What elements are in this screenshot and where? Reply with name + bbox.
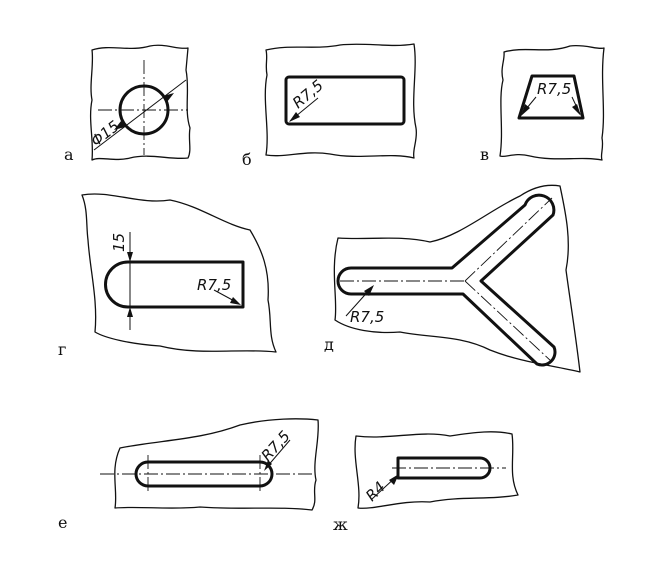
figure-g: 15 R7,5 г: [58, 193, 277, 359]
centerline-arm-upper: [464, 197, 553, 282]
break-outline: [354, 431, 519, 509]
arrow-head: [127, 252, 133, 262]
arrow-head: [127, 307, 133, 317]
trapezoidal-pocket: [517, 74, 585, 120]
figure-caption: в: [480, 145, 489, 164]
figure-caption: е: [58, 513, 67, 532]
figure-b: R7,5 б: [242, 43, 418, 169]
centerline-arm-lower: [464, 280, 553, 363]
figure-e: R7,5 е: [58, 418, 319, 532]
diameter-dimension-line: [93, 79, 187, 151]
figure-zh: R4 ж: [333, 431, 519, 534]
dimension-label: R4: [362, 478, 389, 505]
arrow-head: [521, 104, 530, 116]
arrow-head: [389, 474, 399, 485]
break-outline: [333, 184, 581, 373]
dimension-label: R7,5: [350, 308, 384, 326]
arrow-head: [264, 460, 272, 471]
figure-caption: а: [64, 145, 74, 164]
round-hole: [118, 84, 170, 136]
slot-outline: [396, 456, 492, 480]
y-slot-outline: [336, 193, 557, 367]
break-outline: [114, 418, 319, 511]
dimension-label: 15: [110, 233, 128, 252]
dimension-label: R7,5: [258, 427, 294, 465]
figure-d: R7,5 д: [324, 184, 581, 373]
arrow-head: [289, 112, 300, 122]
figure-a: Φ15 а: [64, 44, 191, 164]
dimension-label: R7,5: [197, 276, 231, 294]
break-outline: [89, 44, 191, 161]
figure-caption: б: [242, 150, 252, 169]
rectangular-pocket: [284, 75, 406, 126]
figure-caption: ж: [333, 515, 348, 534]
arrow-head: [230, 297, 241, 305]
figure-caption: д: [324, 335, 334, 354]
break-outline: [499, 44, 605, 161]
break-outline: [264, 43, 418, 159]
dimension-label: R7,5: [537, 80, 571, 98]
break-outline: [81, 193, 277, 353]
figure-caption: г: [58, 340, 66, 359]
figure-c: R7,5 в: [480, 44, 605, 164]
arrow-head: [163, 93, 174, 102]
arrow-head: [572, 104, 581, 116]
arrow-head: [114, 121, 125, 130]
arrow-head: [364, 285, 374, 296]
